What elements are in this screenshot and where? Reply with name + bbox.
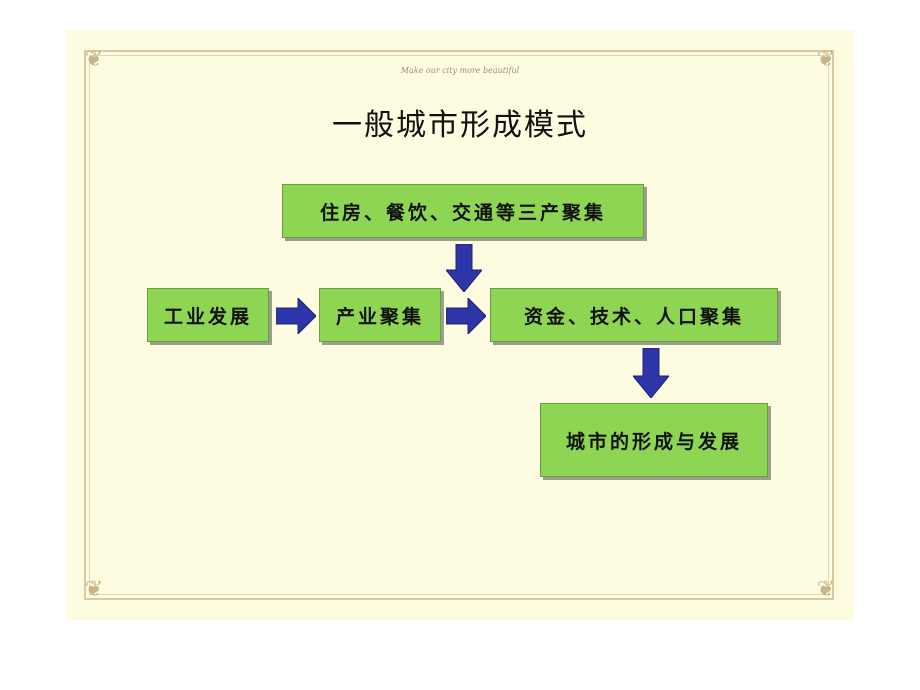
slide-title: 一般城市形成模式 <box>332 108 588 143</box>
node-services: 住房、餐饮、交通等三产聚集 <box>282 184 644 238</box>
arrow-down-icon <box>633 348 669 398</box>
node-resources-cluster: 资金、技术、人口聚集 <box>490 288 778 342</box>
decorative-frame-inner <box>89 55 829 595</box>
corner-flourish-icon: ❦ <box>816 577 836 602</box>
corner-flourish-icon: ❦ <box>84 47 104 72</box>
arrow-right-icon <box>446 298 486 334</box>
corner-flourish-icon: ❦ <box>84 577 104 602</box>
slide-tagline: Make our city more beautiful <box>400 66 520 75</box>
slide: ❦ ❦ ❦ ❦ Make our city more beautiful 一般城… <box>66 30 854 620</box>
decorative-frame <box>84 50 834 600</box>
corner-flourish-icon: ❦ <box>816 47 836 72</box>
node-industry-cluster: 产业聚集 <box>319 288 441 342</box>
node-city-formation: 城市的形成与发展 <box>540 403 768 477</box>
arrow-down-icon <box>446 244 482 292</box>
node-industry-development: 工业发展 <box>147 288 269 342</box>
arrow-right-icon <box>276 298 316 334</box>
